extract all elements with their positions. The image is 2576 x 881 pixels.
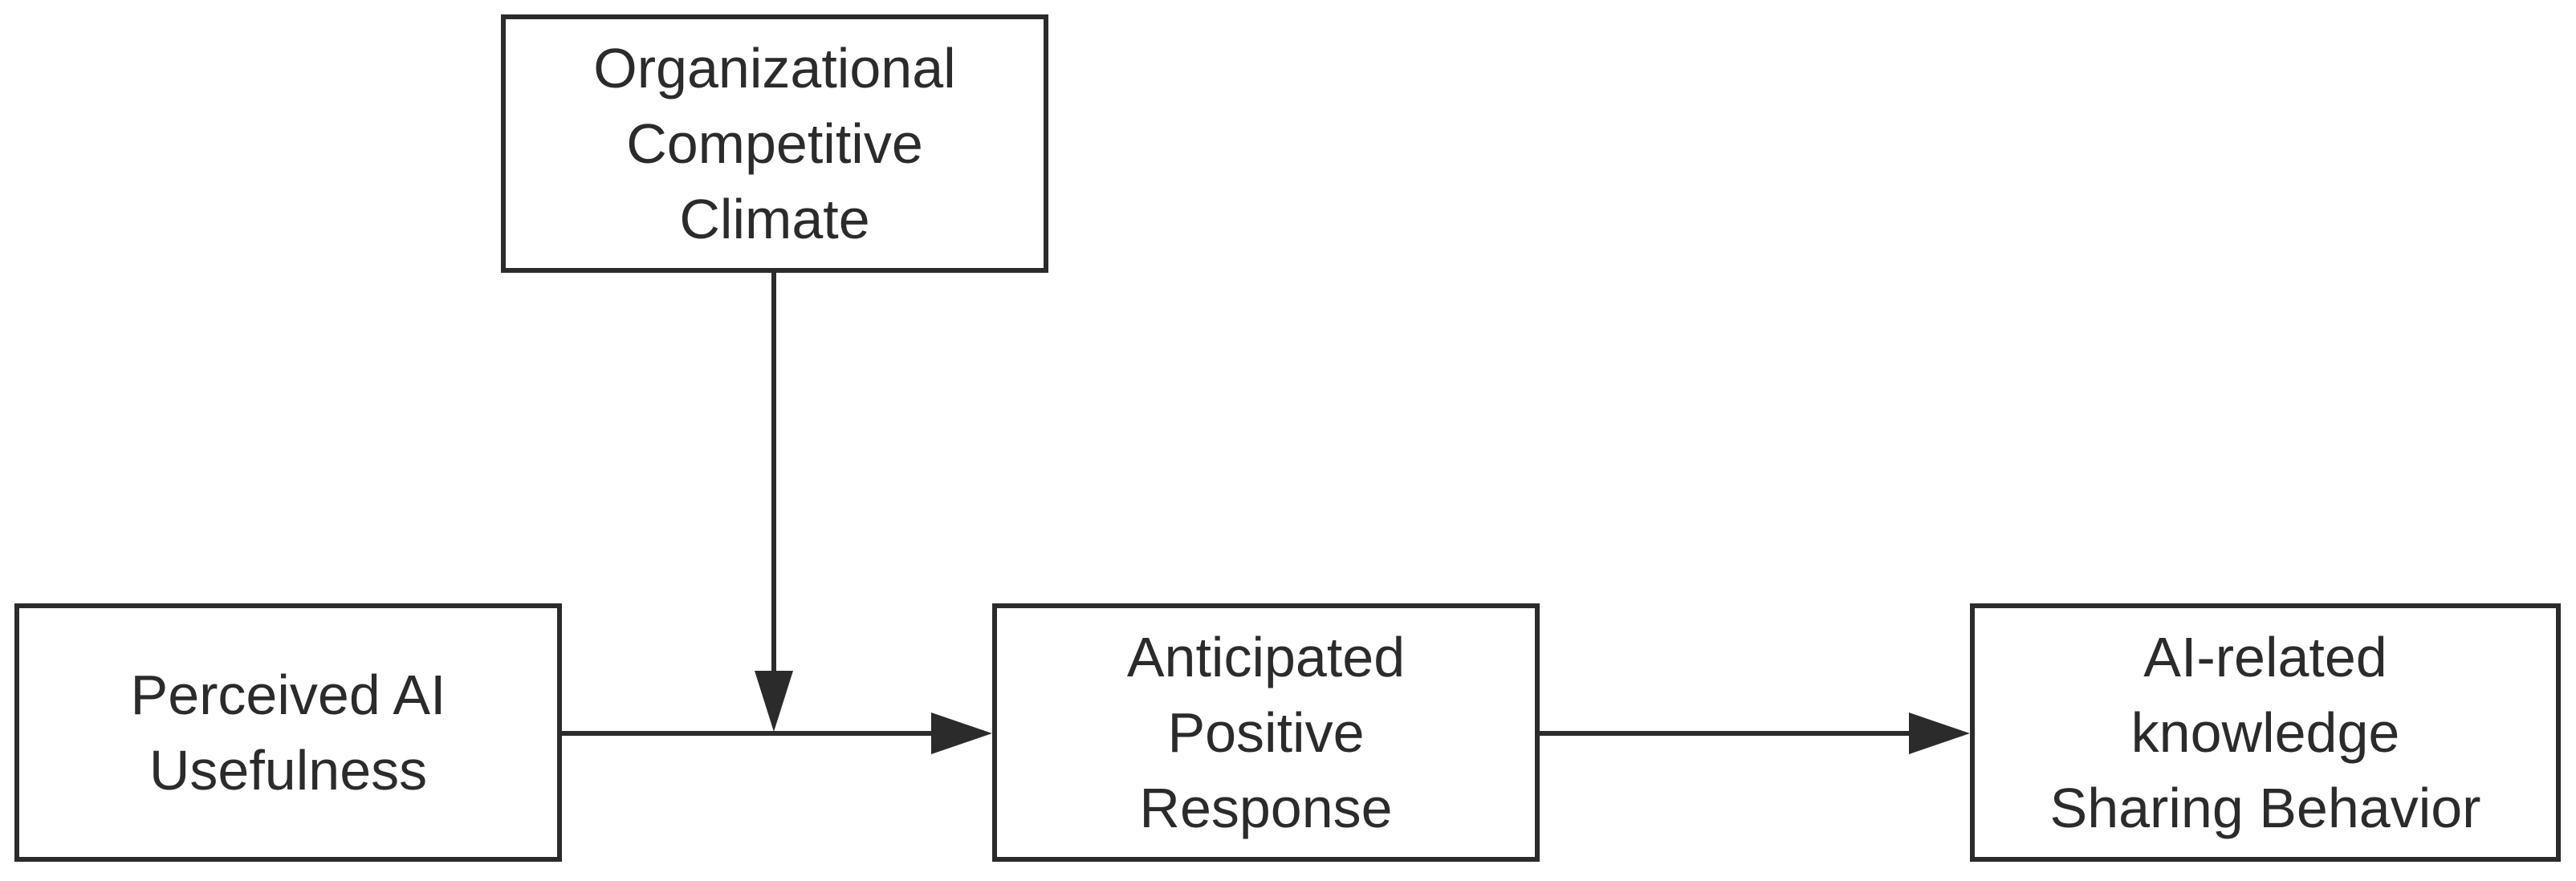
arrowhead-usefulness-to-response — [931, 713, 992, 754]
node-label-line: Positive — [1167, 701, 1365, 764]
node-ai-related-knowledge-sharing-behavior: AI-related knowledge Sharing Behavior — [1970, 603, 2561, 862]
node-label-line: Organizational — [593, 37, 956, 99]
node-label-line: Anticipated — [1126, 626, 1406, 688]
node-label-line: Competitive — [626, 112, 923, 175]
node-organizational-competitive-climate: Organizational Competitive Climate — [501, 14, 1048, 273]
arrowhead-climate-to-path — [755, 671, 793, 732]
node-label-line: AI-related — [2143, 626, 2387, 688]
node-perceived-ai-usefulness: Perceived AI Usefulness — [14, 603, 562, 862]
node-label-line: Climate — [679, 188, 870, 250]
node-anticipated-positive-response: Anticipated Positive Response — [992, 603, 1540, 862]
node-label-line: knowledge — [2130, 701, 2400, 764]
arrowhead-response-to-sharing — [1909, 713, 1970, 754]
node-label-line: Perceived AI — [130, 664, 446, 726]
node-label-line: Response — [1139, 777, 1393, 839]
node-label-line: Sharing Behavior — [2049, 777, 2481, 839]
node-label-line: Usefulness — [149, 739, 428, 802]
